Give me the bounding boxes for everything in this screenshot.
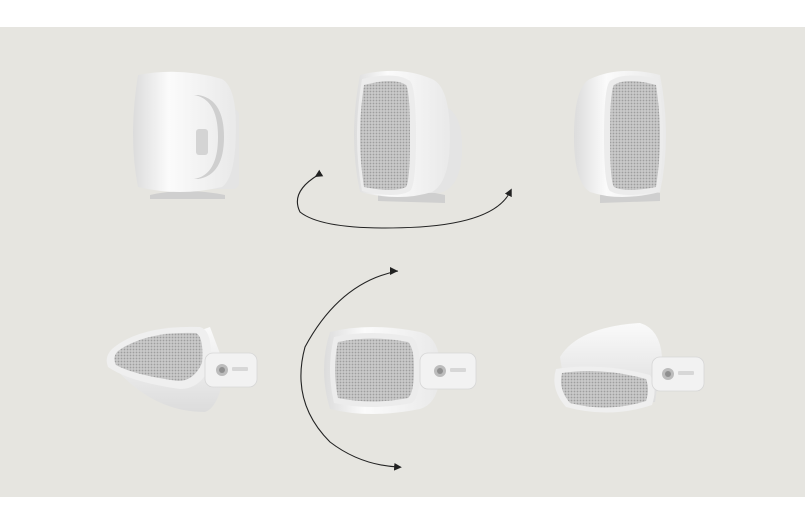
- horizontal-rotation-arrow: [296, 169, 512, 229]
- speaker-front-left-view: [354, 70, 462, 203]
- speaker-tilted-left-view: [106, 326, 258, 412]
- vertical-rotation-arrow: [300, 270, 402, 471]
- speaker-rotation-illustration: [106, 70, 705, 471]
- speaker-front-right-view: [574, 70, 666, 203]
- speaker-front-horizontal-view: [324, 327, 477, 414]
- product-render-canvas: [0, 27, 805, 497]
- speaker-side-view: [133, 71, 239, 199]
- speaker-tilted-right-view: [554, 323, 705, 413]
